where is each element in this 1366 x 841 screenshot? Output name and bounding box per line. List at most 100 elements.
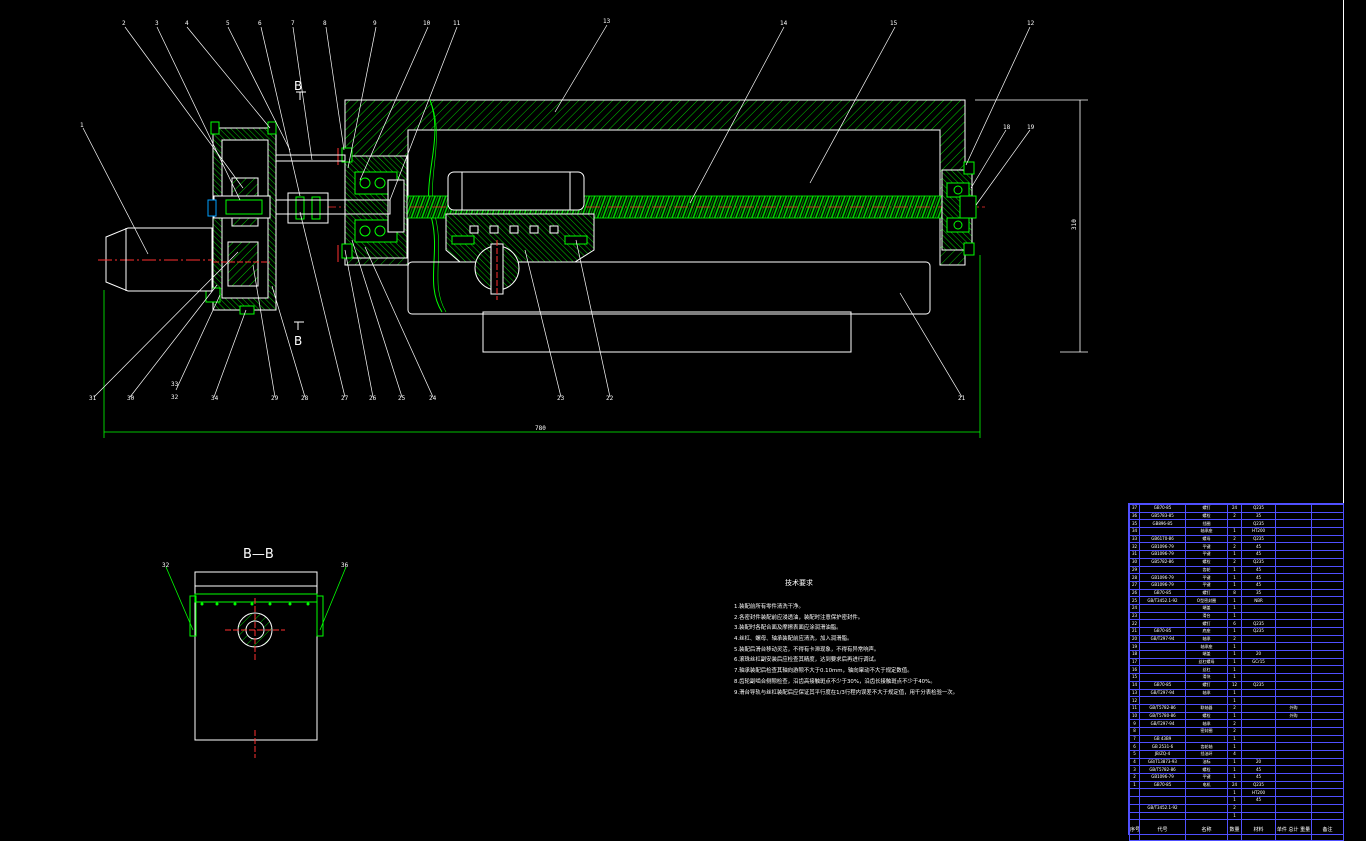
bom-cell — [1311, 803, 1344, 813]
bom-cell: 螺栓 — [1185, 557, 1228, 567]
bom-cell — [1311, 603, 1344, 613]
bom-cell — [1311, 765, 1344, 775]
bom-cell: 27 — [1129, 580, 1140, 590]
bom-cell — [1139, 642, 1186, 652]
bom-cell — [1275, 504, 1312, 513]
bom-cell: 24 — [1227, 504, 1242, 513]
bom-cell — [1311, 680, 1344, 690]
bom-cell: 23 — [1129, 611, 1140, 621]
bom-cell — [1129, 803, 1140, 813]
bom-cell: 1 — [1227, 657, 1242, 667]
bom-cell — [1139, 603, 1186, 613]
bom-cell — [1139, 811, 1186, 821]
bom-cell: 螺钉 — [1185, 619, 1228, 628]
bom-cell — [1241, 673, 1276, 682]
bom-cell: 45 — [1241, 796, 1276, 805]
bom-cell — [1311, 688, 1344, 698]
svg-text:7: 7 — [291, 20, 295, 27]
bom-cell: GB5782-86 — [1139, 557, 1186, 567]
section-callout-left: 32 — [162, 562, 170, 569]
svg-text:11: 11 — [453, 20, 461, 27]
bom-cell: GB70-85 — [1139, 680, 1186, 690]
bom-cell: Q235 — [1241, 780, 1276, 790]
bom-cell: GB/T3452.1-92 — [1139, 596, 1186, 605]
bom-cell — [1275, 573, 1312, 582]
bom-cell: GB70-85 — [1139, 588, 1186, 598]
bom-cell: 8 — [1129, 726, 1140, 736]
bom-cell: Q235 — [1241, 627, 1276, 636]
bom-cell: 齿轮轴 — [1185, 742, 1228, 751]
bom-cell — [1311, 634, 1344, 644]
svg-text:14: 14 — [780, 20, 788, 27]
tech-item: 4.丝杠、螺母、轴承装配前应清洗，加入润滑脂。 — [734, 636, 853, 643]
bom-cell — [1275, 603, 1312, 613]
bom-cell — [1139, 696, 1186, 705]
bom-row: 1 — [1129, 811, 1344, 821]
coupling-guard — [272, 154, 346, 162]
bom-cell: Q235 — [1241, 504, 1276, 513]
bom-cell: 1 — [1227, 642, 1242, 652]
technical-requirements: 技术要求 1.装配前所有零件清洗干净。2.各密封件装配前应浸透油，装配时注意保护… — [734, 578, 974, 698]
bom-cell: 滑台 — [1185, 611, 1228, 621]
bom-cell: 密封圈 — [1185, 726, 1228, 736]
bom-cell: 36 — [1129, 511, 1140, 521]
tech-item: 7.轴承装配后检查其轴向游隙不大于0.10mm，轴向窜动不大于规定数值。 — [734, 668, 913, 675]
bom-cell: 2 — [1227, 703, 1242, 713]
bom-cell: 2 — [1227, 511, 1242, 521]
bom-cell: 20 — [1241, 757, 1276, 767]
main-assembly-view: B B 310 780 — [82, 24, 1088, 438]
bom-cell — [1241, 750, 1276, 759]
tech-item: 8.齿轮副啮合侧隙检查，沿齿高接触斑点不少于30%，沿齿长接触斑点不少于40%。 — [734, 678, 936, 685]
bom-cell: 螺钉 — [1185, 504, 1228, 513]
bom-cell: 45 — [1241, 542, 1276, 552]
bom-cell: 1 — [1227, 788, 1242, 798]
bom-cell: 1 — [1227, 773, 1242, 782]
bom-cell — [1311, 811, 1344, 821]
bom-cell: 联轴器 — [1185, 703, 1228, 713]
bom-cell: 1 — [1129, 780, 1140, 790]
bom-cell: 21 — [1129, 627, 1140, 636]
bom-cell: 1 — [1227, 711, 1242, 721]
bom-cell: GB1096-79 — [1139, 580, 1186, 590]
bom-cell: 3 — [1129, 765, 1140, 775]
bom-cell — [1185, 788, 1228, 798]
bom-cell — [1275, 788, 1312, 798]
bom-cell: 轴承座 — [1185, 642, 1228, 652]
bom-cell: 1 — [1227, 811, 1242, 821]
bom-cell — [1311, 750, 1344, 759]
tech-list: 1.装配前所有零件清洗干净。2.各密封件装配前应浸透油，装配时注意保护密封件。3… — [734, 602, 974, 698]
bom-cell — [1311, 696, 1344, 705]
bom-cell — [1139, 565, 1186, 575]
svg-text:9: 9 — [373, 20, 377, 27]
bom-cell — [1185, 696, 1228, 705]
bom-cell — [1275, 719, 1312, 728]
bom-cell — [1275, 773, 1312, 782]
bom-cell: 螺钉 — [1185, 680, 1228, 690]
bom-cell: 2 — [1227, 557, 1242, 567]
bom-cell: 7 — [1129, 734, 1140, 744]
bom-cell: GCr15 — [1241, 657, 1276, 667]
bom-cell — [1275, 611, 1312, 621]
bom-cell — [1311, 757, 1344, 767]
bom-cell — [1311, 642, 1344, 652]
bom-cell: 轴承 — [1185, 719, 1228, 728]
bom-cell — [1275, 734, 1312, 744]
svg-text:30: 30 — [127, 395, 135, 402]
screw-nut — [447, 171, 585, 211]
bom-cell — [1311, 711, 1344, 721]
bom-cell: 19 — [1129, 642, 1140, 652]
bom-cell: 4 — [1129, 757, 1140, 767]
bom-cell: GB 2531-6 — [1139, 742, 1186, 751]
bom-cell — [1275, 765, 1312, 775]
bom-cell: 电机 — [1185, 780, 1228, 790]
bom-cell: 1 — [1227, 611, 1242, 621]
bom-cell: 20 — [1129, 634, 1140, 644]
